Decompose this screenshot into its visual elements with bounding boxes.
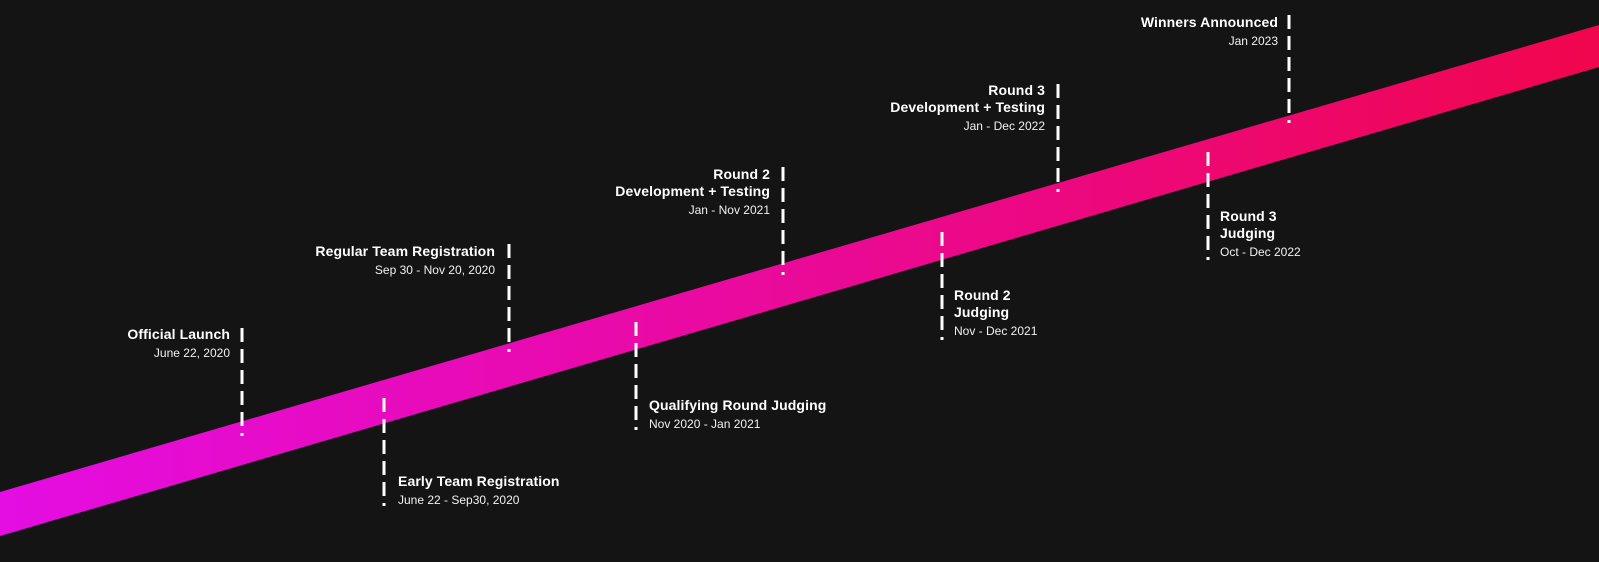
milestone-date: Oct - Dec 2022	[1220, 244, 1301, 259]
milestone-title-line: Official Launch	[127, 326, 230, 342]
milestone-official-launch: Official Launch June 22, 2020	[127, 326, 230, 360]
milestone-title-line: Development + Testing	[615, 182, 770, 199]
milestone-title-line: Judging	[1220, 224, 1276, 241]
milestone-date: Nov 2020 - Jan 2021	[649, 416, 761, 431]
milestone-title-line: Development + Testing	[890, 98, 1045, 115]
milestone-title: Official Launch	[127, 326, 230, 343]
milestone-date: Nov - Dec 2021	[954, 323, 1038, 338]
milestone-date: Jan - Dec 2022	[963, 118, 1045, 133]
milestone-title: Regular Team Registration	[315, 243, 495, 260]
milestone-date: Jan - Nov 2021	[688, 202, 770, 217]
milestone-title: Round 2 Development + Testing	[615, 166, 770, 200]
milestone-qualifying-round-judging: Qualifying Round Judging Nov 2020 - Jan …	[649, 397, 826, 431]
milestone-title: Winners Announced	[1141, 14, 1278, 31]
milestone-title: Round 3 Development + Testing	[890, 82, 1045, 116]
milestone-date: June 22, 2020	[153, 345, 230, 360]
milestone-title-line: Judging	[954, 303, 1010, 320]
milestone-early-team-registration: Early Team Registration June 22 - Sep30,…	[398, 473, 560, 507]
milestone-date: Sep 30 - Nov 20, 2020	[374, 262, 495, 277]
milestone-date: June 22 - Sep30, 2020	[398, 492, 520, 507]
timeline-band	[0, 25, 1599, 536]
milestone-round-3-judging: Round 3 Judging Oct - Dec 2022	[1220, 208, 1301, 259]
milestone-title-line: Qualifying Round Judging	[649, 397, 827, 413]
milestone-title-line: Round 2	[954, 287, 1011, 303]
milestone-title-line: Round 2	[713, 166, 770, 182]
milestone-title-line: Round 3	[1220, 208, 1277, 224]
milestone-title-line: Winners Announced	[1140, 14, 1278, 30]
milestone-round-2-development: Round 2 Development + Testing Jan - Nov …	[615, 166, 770, 217]
milestone-title: Round 2 Judging	[954, 287, 1037, 321]
milestone-date: Jan 2023	[1228, 33, 1278, 48]
milestone-title: Round 3 Judging	[1220, 208, 1301, 242]
milestone-round-3-development: Round 3 Development + Testing Jan - Dec …	[890, 82, 1045, 133]
milestone-title-line: Round 3	[988, 82, 1045, 98]
milestone-winners-announced: Winners Announced Jan 2023	[1141, 14, 1278, 48]
milestone-round-2-judging: Round 2 Judging Nov - Dec 2021	[954, 287, 1037, 338]
milestone-title: Qualifying Round Judging	[649, 397, 826, 414]
milestone-title-line: Early Team Registration	[398, 473, 560, 489]
milestone-title-line: Regular Team Registration	[315, 243, 495, 259]
milestone-title: Early Team Registration	[398, 473, 560, 490]
milestone-regular-team-registration: Regular Team Registration Sep 30 - Nov 2…	[315, 243, 495, 277]
